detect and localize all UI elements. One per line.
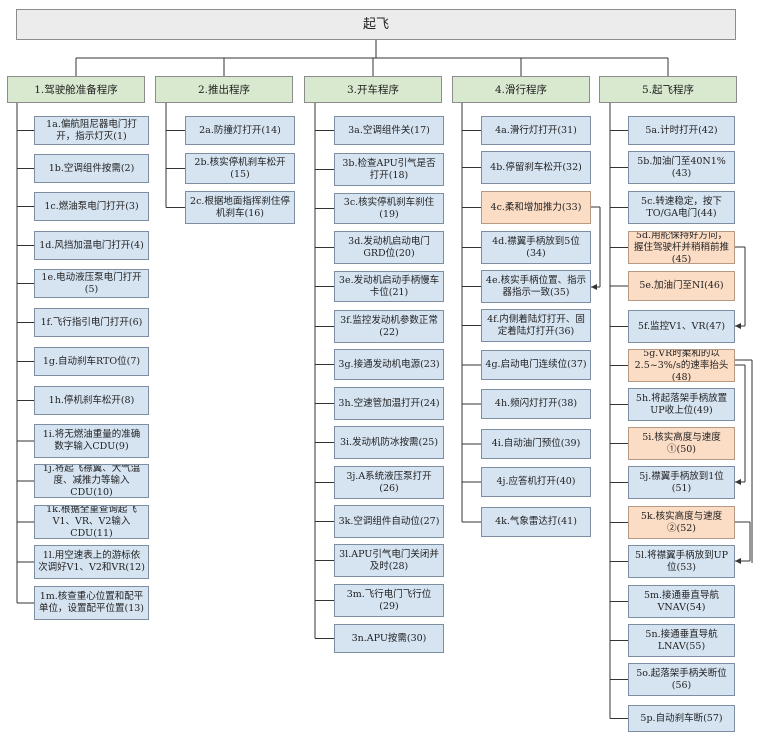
step-node-highlighted: 4c.柔和增加推力(33) [481, 191, 591, 224]
step-node: 5f.监控V1、VR(47) [628, 310, 735, 343]
step-node: 3k.空调组件自动位(27) [334, 505, 444, 538]
step-node: 5c.转速稳定，按下TO/GA电门(44) [628, 191, 735, 224]
step-node: 1h.停机刹车松开(8) [34, 386, 149, 415]
step-node: 5h.将起落架手柄放置UP收上位(49) [628, 388, 735, 421]
step-node: 1a.偏航阻尼器电门打开，指示灯灭(1) [34, 116, 149, 145]
step-node: 1c.燃油泵电门打开(3) [34, 192, 149, 221]
step-node: 3b.检查APU引气是否打开(18) [334, 153, 444, 186]
step-node: 1g.自动刹车RTO位(7) [34, 347, 149, 376]
step-node: 4i.自动油门预位(39) [481, 429, 591, 459]
step-node: 3j.A系统液压泵打开(26) [334, 466, 444, 499]
step-node: 5n.接通垂直导航LNAV(55) [628, 624, 735, 657]
step-node: 1i.将无燃油重量的准确数字输入CDU(9) [34, 424, 149, 458]
step-node: 4b.停留刹车松开(32) [481, 151, 591, 184]
step-node: 3e.发动机启动手柄慢车卡位(21) [334, 271, 444, 302]
step-node: 5o.起落架手柄关断位(56) [628, 663, 735, 696]
step-node-highlighted: 5e.加油门至NI(46) [628, 271, 735, 301]
arrowhead [591, 284, 597, 290]
step-node-highlighted: 5k.核实高度与速度②(52) [628, 506, 735, 539]
step-node-highlighted: 5i.核实高度与速度①(50) [628, 427, 735, 460]
arrowhead [735, 323, 741, 329]
step-node: 3l.APU引气电门关闭并及时(28) [334, 544, 444, 577]
step-node: 3h.空速管加温打开(24) [334, 387, 444, 420]
step-node: 1e.电动液压泵电门打开(5) [34, 269, 149, 298]
arrowhead [735, 558, 741, 564]
step-node: 4j.应答机打开(40) [481, 467, 591, 497]
step-node: 5p.自动刹车断(57) [628, 705, 735, 732]
step-node: 5a.计时打开(42) [628, 116, 735, 145]
category-node: 4.滑行程序 [452, 76, 590, 103]
step-node: 4a.滑行灯打开(31) [481, 116, 591, 145]
category-node: 3.开车程序 [304, 76, 442, 103]
step-node: 5l.将襟翼手柄放到UP位(53) [628, 545, 735, 578]
step-node: 5b.加油门至40N1%(43) [628, 151, 735, 184]
step-node: 2c.根据地面指挥刹住停机刹车(16) [185, 191, 295, 224]
step-node: 3i.发动机防冰按需(25) [334, 426, 444, 459]
step-node: 4e.核实手柄位置、指示器指示一致(35) [481, 270, 591, 303]
root-node: 起飞 [16, 9, 736, 40]
step-node-highlighted: 5d.用舵保持好方向，握住驾驶杆并稍稍前推(45) [628, 231, 735, 264]
step-node: 4f.内侧着陆灯打开、固定着陆灯打开(36) [481, 309, 591, 342]
step-node: 3g.接通发动机电源(23) [334, 349, 444, 380]
step-node: 3d.发动机启动电门GRD位(20) [334, 231, 444, 264]
step-node-highlighted: 5g.VR时柔和的以2.5~3%/s的速率抬头(48) [628, 349, 735, 382]
arrowhead [735, 479, 741, 485]
step-node: 5j.襟翼手柄放到1位(51) [628, 466, 735, 499]
step-node: 1l.用空速表上的游标依次调好V1、V2和VR(12) [34, 545, 149, 579]
category-node: 2.推出程序 [155, 76, 293, 103]
step-node: 5m.接通垂直导航VNAV(54) [628, 585, 735, 618]
step-node: 1j.将起飞襟翼、大气温度、减推力等输入CDU(10) [34, 464, 149, 498]
step-node: 1d.风挡加温电门打开(4) [34, 231, 149, 260]
step-node: 3n.APU按需(30) [334, 624, 444, 653]
step-node: 2b.核实停机刹车松开(15) [185, 153, 295, 184]
step-node: 1f.飞行指引电门打开(6) [34, 308, 149, 337]
step-node: 3a.空调组件关(17) [334, 116, 444, 145]
step-node: 2a.防撞灯打开(14) [185, 116, 295, 145]
step-node: 4g.启动电门连续位(37) [481, 350, 591, 380]
step-node: 1b.空调组件按需(2) [34, 154, 149, 183]
step-node: 3f.监控发动机参数正常(22) [334, 310, 444, 343]
step-node: 1m.核查重心位置和配平单位，设置配平位置(13) [34, 586, 149, 620]
step-node: 4h.频闪灯打开(38) [481, 389, 591, 419]
step-node: 1k.根据全重查询起飞V1、VR、V2输入CDU(11) [34, 505, 149, 539]
category-node: 1.驾驶舱准备程序 [7, 76, 145, 103]
category-node: 5.起飞程序 [599, 76, 737, 103]
step-node: 3m.飞行电门飞行位(29) [334, 584, 444, 617]
step-node: 3c.核实停机刹车刹住(19) [334, 193, 444, 224]
step-node: 4k.气象雷达打(41) [481, 507, 591, 537]
step-node: 4d.襟翼手柄放到5位(34) [481, 231, 591, 264]
